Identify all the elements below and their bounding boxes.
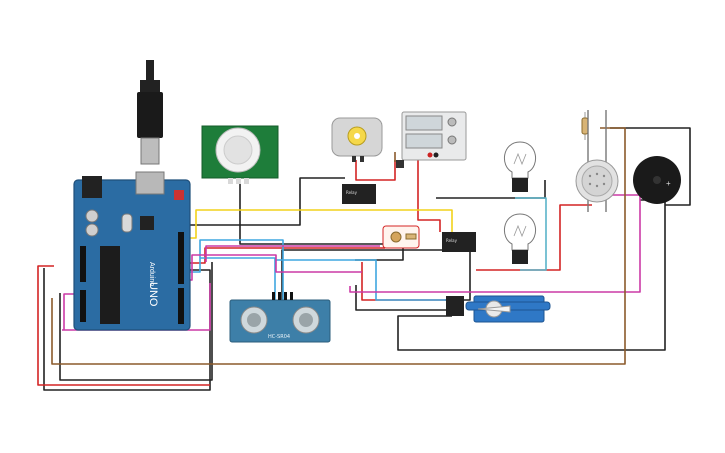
relay-1[interactable]: Relay xyxy=(342,184,376,204)
force-sensor[interactable] xyxy=(575,110,619,212)
photoresistor[interactable] xyxy=(382,225,420,249)
wire-yellow-1[interactable] xyxy=(186,209,453,239)
piezo-buzzer[interactable]: + xyxy=(633,156,681,204)
relay-2[interactable]: Relay xyxy=(442,232,476,252)
ultrasonic-label: HC-SR04 xyxy=(268,334,290,340)
arduino-model-label: UNO xyxy=(147,282,159,307)
wire-blue-2[interactable] xyxy=(275,259,452,301)
wire-red-2[interactable] xyxy=(417,155,441,232)
force-sensor-dots xyxy=(588,172,606,188)
piezo-plus-sign: + xyxy=(666,179,671,188)
wire-brown-1[interactable] xyxy=(51,127,626,365)
wire-magenta-4[interactable] xyxy=(349,194,641,293)
wire-black-1[interactable] xyxy=(186,177,345,226)
pir-sensor[interactable] xyxy=(201,125,279,184)
power-terminal-negative[interactable] xyxy=(433,152,439,158)
relay-2-label: Relay xyxy=(446,238,458,243)
usb-port xyxy=(135,171,165,195)
wire-black-9[interactable] xyxy=(397,315,452,322)
wire-black-8[interactable] xyxy=(355,285,452,311)
power-supply[interactable] xyxy=(396,111,467,168)
digital-header xyxy=(178,232,184,324)
wire-black-10[interactable] xyxy=(59,262,213,381)
wire-red-3[interactable] xyxy=(37,265,210,386)
power-terminal-positive[interactable] xyxy=(427,152,433,158)
ultrasonic-pins xyxy=(272,292,293,300)
usb-chip xyxy=(140,216,154,230)
resistor[interactable] xyxy=(581,112,589,140)
power-jack xyxy=(82,176,102,198)
relay-1-label: Relay xyxy=(346,190,358,195)
power-switch[interactable] xyxy=(396,160,404,168)
wire-black-5[interactable] xyxy=(436,180,546,199)
arduino-brand-label: Arduino xyxy=(148,262,155,286)
wire-red-1[interactable] xyxy=(355,160,396,181)
crystal xyxy=(121,213,133,233)
usb-cable[interactable] xyxy=(137,60,163,165)
wire-magenta-5[interactable] xyxy=(205,245,380,262)
wire-cyan-1[interactable] xyxy=(515,197,547,271)
capacitor-2 xyxy=(85,223,99,237)
microcontroller-chip xyxy=(100,246,120,324)
pir-pins xyxy=(228,178,249,184)
dc-motor[interactable] xyxy=(331,117,383,162)
wire-magenta-1[interactable] xyxy=(186,254,362,281)
servo-motor[interactable] xyxy=(446,295,551,323)
arduino-uno[interactable]: Arduino UNO xyxy=(73,171,191,331)
reset-button[interactable] xyxy=(174,190,184,200)
light-bulb-1[interactable] xyxy=(504,141,536,192)
light-bulb-2[interactable] xyxy=(504,213,536,264)
power-header xyxy=(80,246,86,322)
capacitor-1 xyxy=(85,209,99,223)
wire-blue-3[interactable] xyxy=(200,257,276,300)
wire-red-4[interactable] xyxy=(476,204,592,271)
wire-black-2[interactable] xyxy=(43,268,211,391)
wire-blue-1[interactable] xyxy=(186,239,284,300)
ultrasonic-sensor[interactable]: HC-SR04 xyxy=(229,292,331,343)
wire-black-4[interactable] xyxy=(610,127,691,206)
